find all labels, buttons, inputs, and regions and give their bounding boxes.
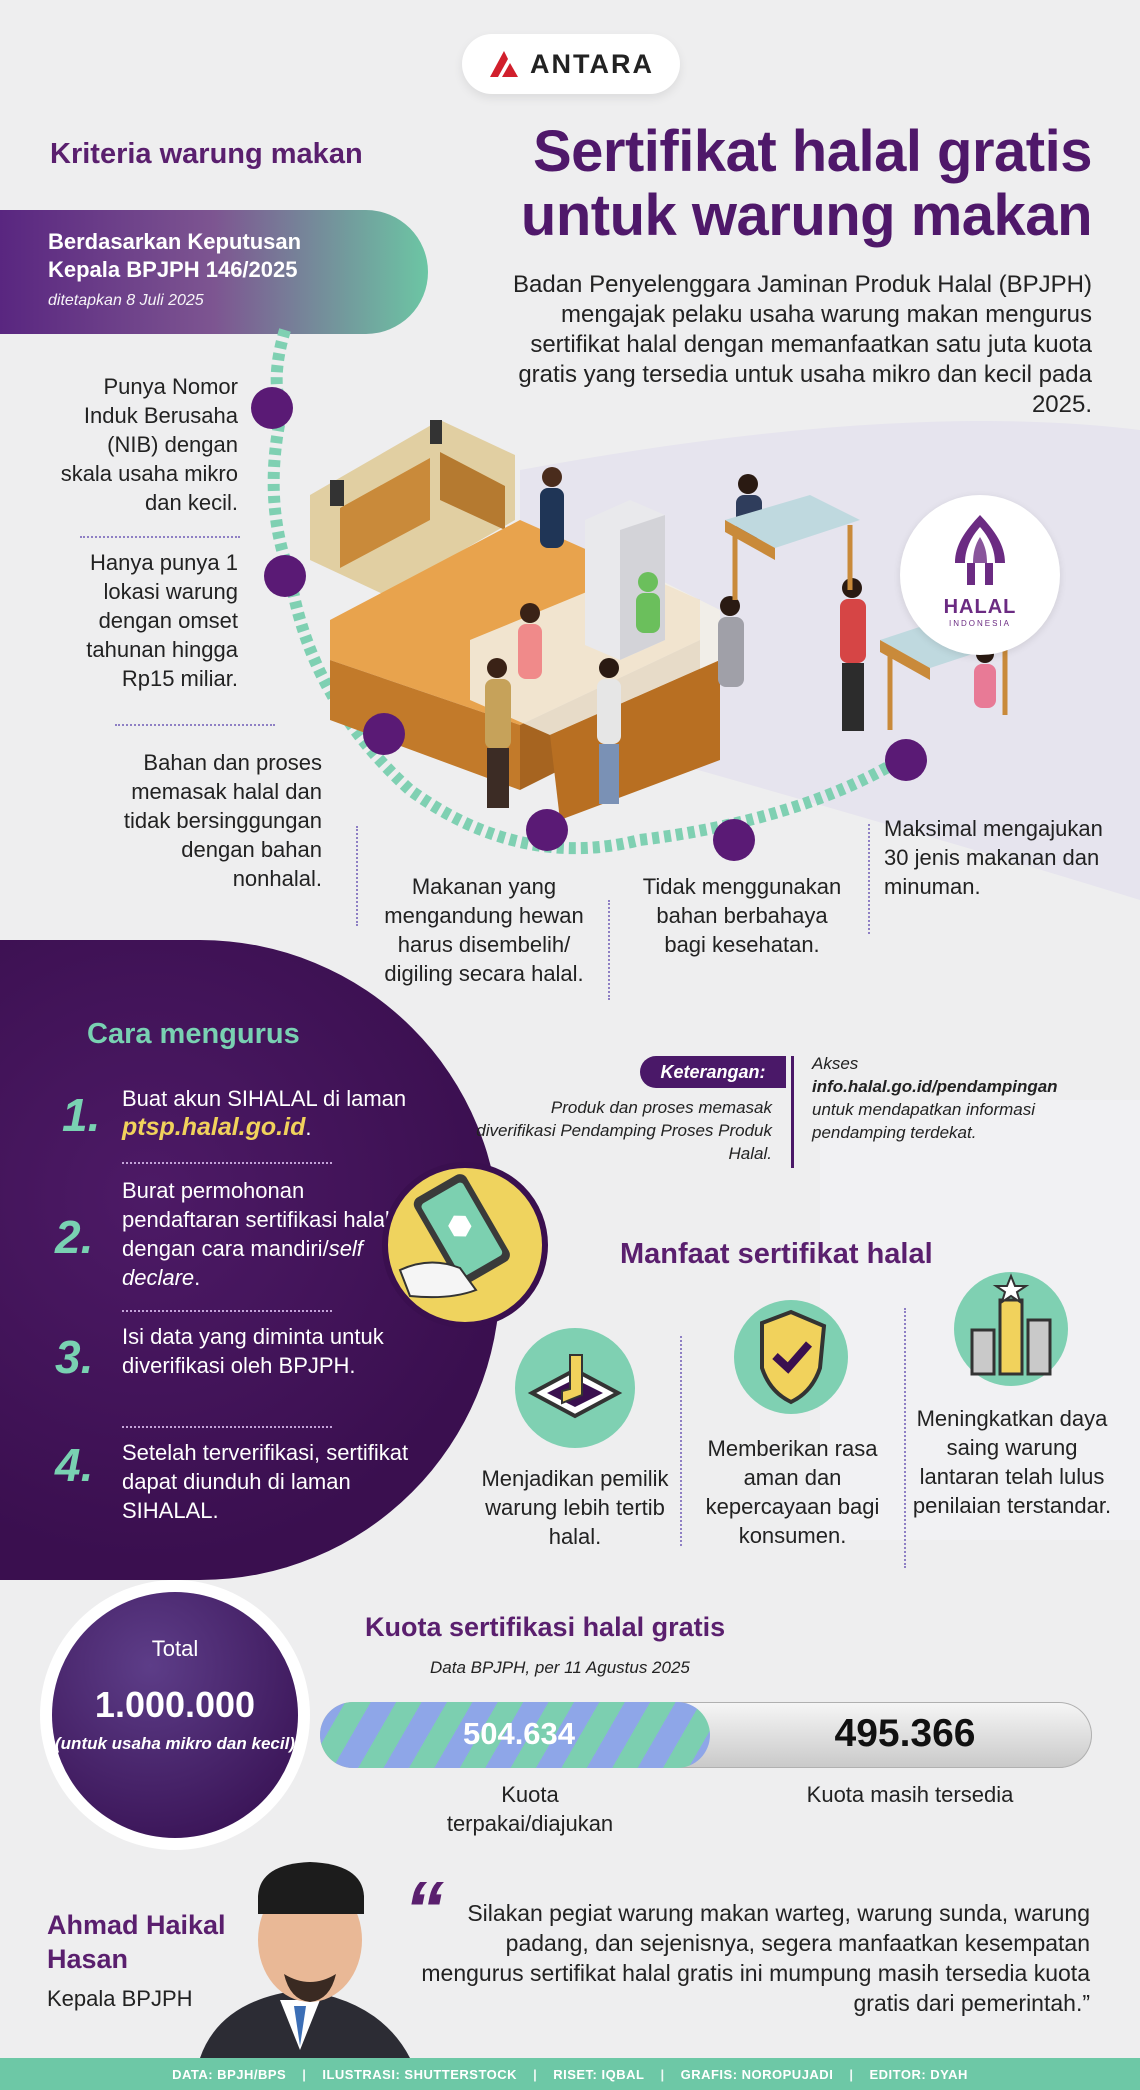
speaker-name: Ahmad Haikal Hasan [47, 1910, 226, 1974]
podium-star-icon [954, 1272, 1068, 1386]
step-number: 3. [55, 1331, 94, 1383]
step-text: Setelah terverifikasi, sertifikat dapat … [122, 1440, 409, 1523]
quote-text: Silakan pegiat warung makan warteg, waru… [421, 1900, 1090, 2016]
total-quota-inner: Total 1.000.000 (untuk usaha mikro dan k… [52, 1592, 298, 1838]
step-text: Isi data yang diminta untuk diverifikasi… [122, 1324, 384, 1378]
quota-available-label: Kuota masih tersedia [806, 1782, 1014, 1807]
criteria-item: Tidak menggunakan bahan berbahaya bagi k… [642, 874, 842, 957]
credit-separator: | [533, 2066, 538, 2082]
total-value: 1.000.000 [94, 1684, 256, 1725]
manfaat-item: Memberikan rasa aman dan kepercayaan bag… [705, 1436, 880, 1548]
divider [115, 724, 275, 726]
sihalal-link[interactable]: ptsp.halal.go.id [122, 1113, 306, 1141]
credit-graphics: GRAFIS: NOROPUJADI [680, 2066, 834, 2082]
halal-indonesia-logo: HALAL INDONESIA [900, 495, 1060, 655]
criteria-item: Hanya punya 1 lokasi warung dengan omset… [86, 550, 238, 691]
total-quota-badge: Total 1.000.000 (untuk usaha mikro dan k… [40, 1580, 310, 1850]
quota-used-fill [320, 1702, 710, 1768]
decree-line2: Kepala BPJPH 146/2025 [48, 257, 298, 282]
antara-logo-text: ANTARA [530, 48, 654, 79]
divider [356, 826, 358, 926]
credit-illustration: ILUSTRASI: SHUTTERSTOCK [322, 2066, 518, 2082]
halal-logo-text: HALAL [943, 596, 1017, 618]
divider [80, 536, 240, 538]
credit-editor: EDITOR: DYAH [869, 2066, 968, 2082]
pendampingan-link[interactable]: info.halal.go.id/pendampingan [812, 1077, 1058, 1096]
credit-separator: | [849, 2066, 854, 2082]
step-number: 1. [62, 1089, 101, 1141]
speaker-role: Kepala BPJPH [47, 1986, 193, 2011]
antara-logo-icon [490, 51, 518, 77]
divider [608, 900, 610, 1000]
quote-mark-icon: “ [404, 1865, 444, 1954]
kuota-title: Kuota sertifikasi halal gratis [365, 1612, 726, 1642]
keterangan-badge: Keterangan: [640, 1056, 786, 1088]
akses-info: Akses info.halal.go.id/pendampingan untu… [812, 1052, 1112, 1144]
divider [122, 1310, 332, 1312]
credits-footer: DATA: BPJH/BPS | ILUSTRASI: SHUTTERSTOCK… [0, 2058, 1140, 2090]
total-label: Total [151, 1636, 199, 1661]
step-text: Buat akun SIHALAL di laman ptsp.halal.go… [122, 1086, 407, 1141]
credit-separator: | [660, 2066, 665, 2082]
phone-hand-icon [382, 1162, 548, 1328]
credit-separator: | [302, 2066, 307, 2082]
total-note: (untuk usaha mikro dan kecil) [55, 1734, 295, 1753]
decree-line1: Berdasarkan Keputusan [48, 229, 302, 254]
decree-date: ditetapkan 8 Juli 2025 [48, 292, 204, 309]
manfaat-title: Manfaat sertifikat halal [620, 1238, 933, 1270]
criteria-nodes [251, 387, 927, 861]
intro-paragraph: Badan Penyelenggara Jaminan Produk Halal… [513, 271, 1092, 418]
manfaat-item: Menjadikan pemilik warung lebih tertib h… [481, 1466, 669, 1549]
halal-logo-icon [955, 515, 1005, 585]
antara-logo: ANTARA [462, 34, 680, 94]
step-text: Burat permohonan pendaftaran sertifikasi… [122, 1178, 390, 1290]
criteria-item: Makanan yang mengandung hewan harus dise… [384, 874, 584, 986]
speaker-portrait [200, 1862, 410, 2058]
quota-used-label: Kuota terpakai/diajukan [446, 1782, 614, 1836]
checkbox-icon [515, 1328, 635, 1448]
credit-data: DATA: BPJH/BPS [172, 2066, 287, 2082]
quota-used-value: 504.634 [462, 1716, 576, 1751]
page-title-line2: untuk warung makan [520, 183, 1093, 248]
step-number: 2. [55, 1211, 94, 1263]
credit-research: RISET: IQBAL [553, 2066, 645, 2082]
divider [122, 1162, 332, 1164]
criteria-item: Bahan dan proses memasak halal dan tidak… [123, 750, 322, 891]
shield-check-icon [734, 1300, 848, 1414]
divider [680, 1336, 682, 1546]
decree-banner: Berdasarkan Keputusan Kepala BPJPH 146/2… [0, 210, 428, 334]
criteria-item: Maksimal mengajukan 30 jenis makanan dan… [884, 816, 1103, 899]
divider [904, 1308, 906, 1568]
cara-title: Cara mengurus [87, 1018, 300, 1050]
criteria-title: Kriteria warung makan [50, 138, 363, 170]
halal-logo-subtext: INDONESIA [948, 619, 1011, 628]
warung-illustration [251, 328, 1015, 861]
criteria-item: Punya Nomor Induk Berusaha (NIB) dengan … [60, 374, 238, 515]
quota-available-value: 495.366 [834, 1712, 976, 1755]
quota-progress-bar [320, 1702, 1092, 1768]
kuota-subtitle: Data BPJPH, per 11 Agustus 2025 [430, 1658, 690, 1677]
divider [122, 1426, 332, 1428]
page-title: Sertifikat halal gratis untuk warung mak… [452, 119, 1093, 248]
divider [868, 824, 870, 934]
manfaat-item: Meningkatkan daya saing warung lantaran … [912, 1406, 1112, 1518]
page-title-line1: Sertifikat halal gratis [532, 119, 1093, 184]
step-number: 4. [55, 1439, 94, 1491]
keterangan-text: Produk dan proses memasak diverifikasi P… [476, 1098, 772, 1163]
keterangan-divider [791, 1056, 794, 1168]
